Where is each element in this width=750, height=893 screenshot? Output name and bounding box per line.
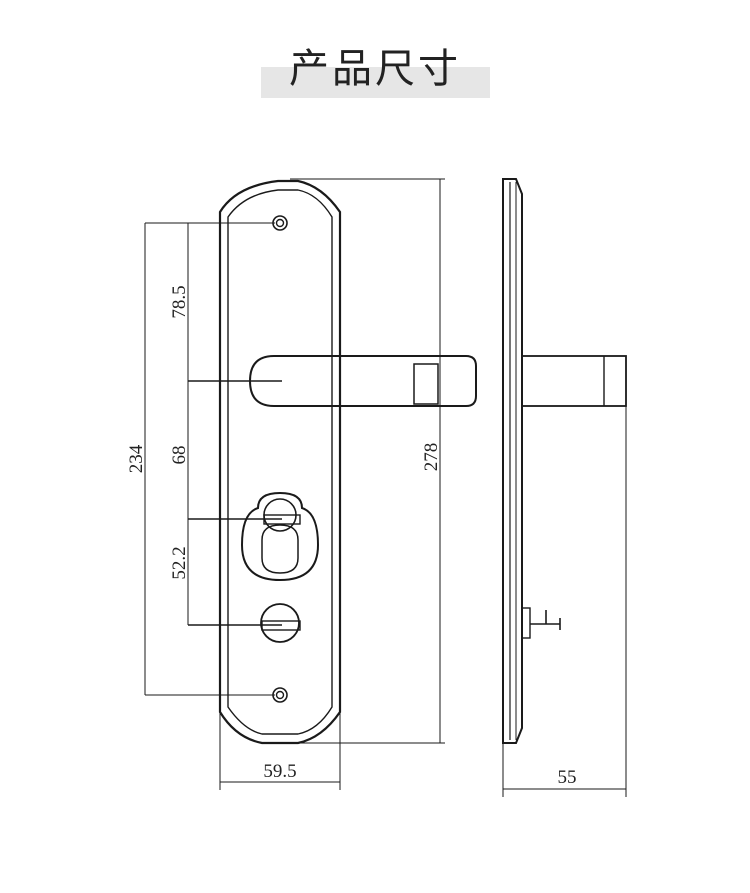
thumb-turn: [260, 603, 301, 643]
dim-78-5-label: 78.5: [169, 285, 190, 318]
side-view-handle: [521, 355, 627, 407]
side-view-spindle: [521, 607, 561, 639]
dim-55-label: 55: [558, 767, 577, 788]
dim-278-label: 278: [421, 443, 442, 472]
page-title: 产品尺寸: [289, 46, 461, 92]
dim-234-label: 234: [126, 444, 147, 473]
title-band: [261, 67, 490, 98]
bottom-screw: [272, 687, 288, 703]
dim-chain-line: [187, 223, 282, 626]
side-view-plate: [502, 178, 523, 744]
dim-278-line: [290, 178, 445, 744]
dim-59-5-line: [219, 712, 341, 790]
lock-cylinder: [240, 491, 320, 582]
dim-59-5-label: 59.5: [263, 761, 296, 782]
dim-55-line: [502, 406, 627, 797]
dim-234-line: [144, 222, 275, 696]
lever-handle: [248, 355, 477, 407]
front-plate: [218, 179, 342, 745]
dim-52-2-label: 52.2: [169, 546, 190, 579]
top-screw: [272, 215, 288, 231]
dim-68-label: 68: [169, 446, 190, 465]
